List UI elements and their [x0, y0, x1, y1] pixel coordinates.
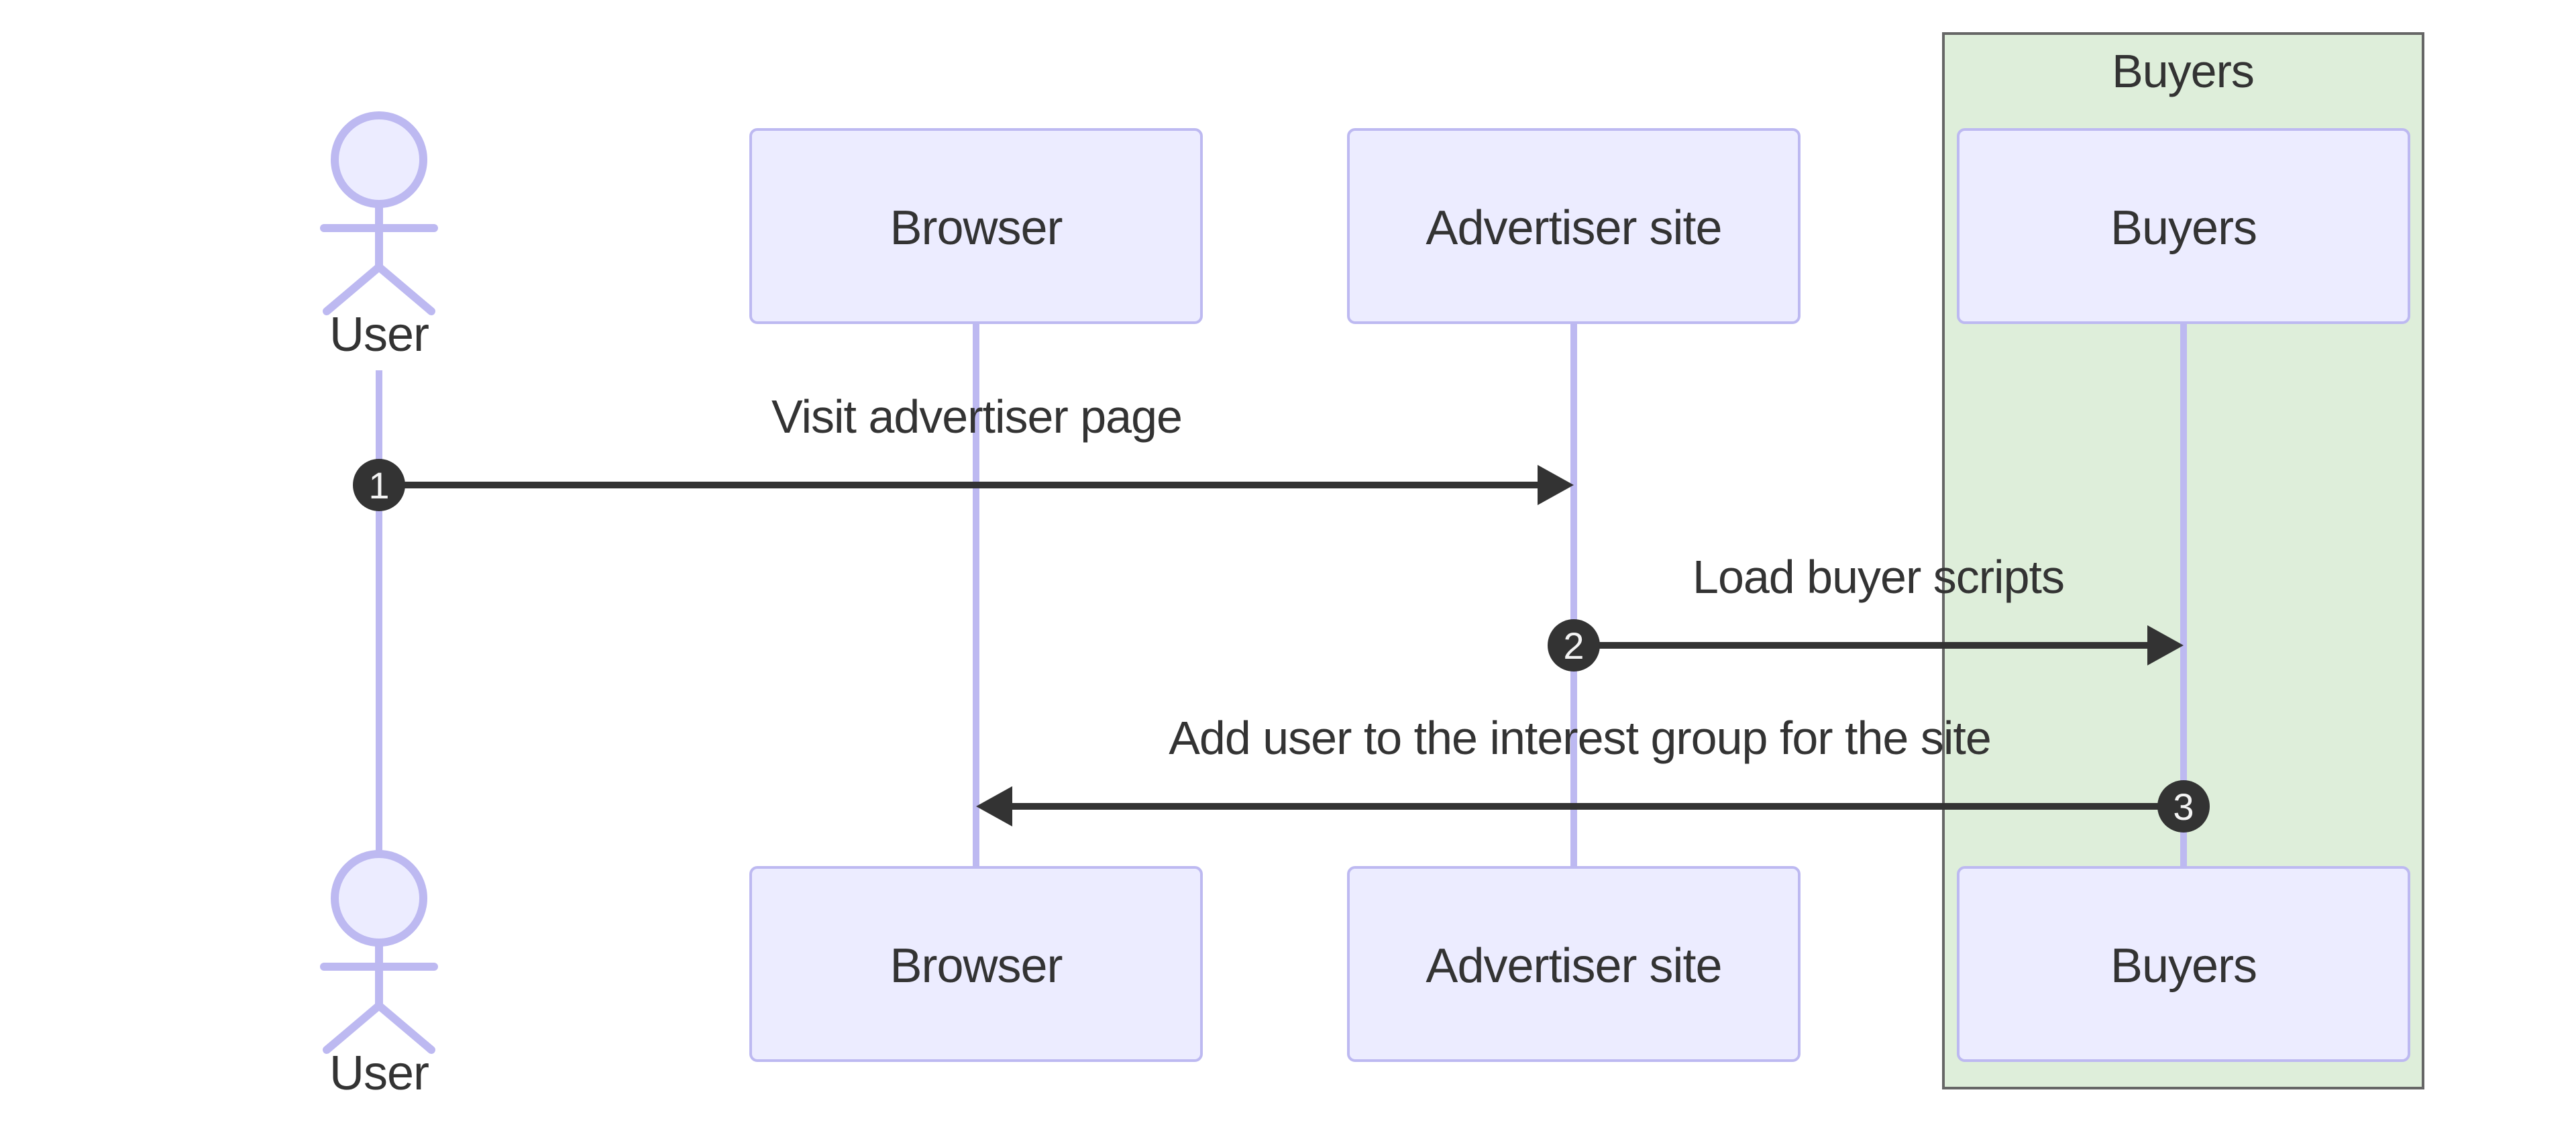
sequence-number-badge: [2157, 780, 2210, 833]
message-label: Load buyer scripts: [1693, 551, 2064, 603]
participant-box: [1957, 866, 2410, 1062]
participant-browser-top: Browser: [749, 128, 1203, 324]
message-1: Visit advertiser page 1: [353, 390, 1574, 511]
participant-advertiser-site-top: Advertiser site: [1347, 128, 1801, 324]
participant-label: Browser: [890, 939, 1062, 993]
participant-box: [749, 866, 1203, 1062]
actor-leg-right-line: [375, 1002, 435, 1054]
buyers-group-label: Buyers: [2112, 45, 2254, 97]
participant-box: [749, 128, 1203, 324]
message-3: Add user to the interest group for the s…: [976, 712, 2210, 833]
actor-leg-left-line: [323, 263, 383, 315]
participant-label: Buyers: [2110, 201, 2257, 255]
participant-box: [1957, 128, 2410, 324]
arrowhead-right-icon: [2147, 625, 2184, 665]
actor-user-top: User: [320, 111, 438, 362]
arrowhead-right-icon: [1538, 465, 1574, 505]
actor-leg-right-line: [375, 263, 435, 315]
actor-head-icon: [331, 111, 427, 208]
participant-label: Browser: [890, 201, 1062, 255]
participant-label: Advertiser site: [1426, 939, 1721, 993]
sequence-number: 2: [1563, 625, 1584, 667]
actor-user-bottom: User: [320, 850, 438, 1100]
participant-label: Buyers: [2110, 939, 2257, 993]
sequence-number: 1: [368, 464, 389, 506]
actor-head-icon: [331, 850, 427, 947]
sequence-number-badge: [1548, 619, 1600, 672]
arrowhead-left-icon: [976, 786, 1012, 826]
sequence-number: 3: [2173, 786, 2194, 828]
participant-box: [1347, 866, 1801, 1062]
participant-buyers-bottom: Buyers: [1957, 866, 2410, 1062]
participant-browser-bottom: Browser: [749, 866, 1203, 1062]
message-label: Visit advertiser page: [771, 390, 1182, 443]
actor-label: User: [329, 1047, 429, 1100]
participant-buyers-top: Buyers: [1957, 128, 2410, 324]
participant-label: Advertiser site: [1426, 201, 1721, 255]
actor-label: User: [329, 308, 429, 362]
message-2: Load buyer scripts 2: [1548, 551, 2184, 672]
participant-box: [1347, 128, 1801, 324]
message-label: Add user to the interest group for the s…: [1169, 712, 1991, 764]
participant-advertiser-site-bottom: Advertiser site: [1347, 866, 1801, 1062]
sequence-number-badge: [353, 459, 405, 511]
actor-leg-left-line: [323, 1002, 383, 1054]
